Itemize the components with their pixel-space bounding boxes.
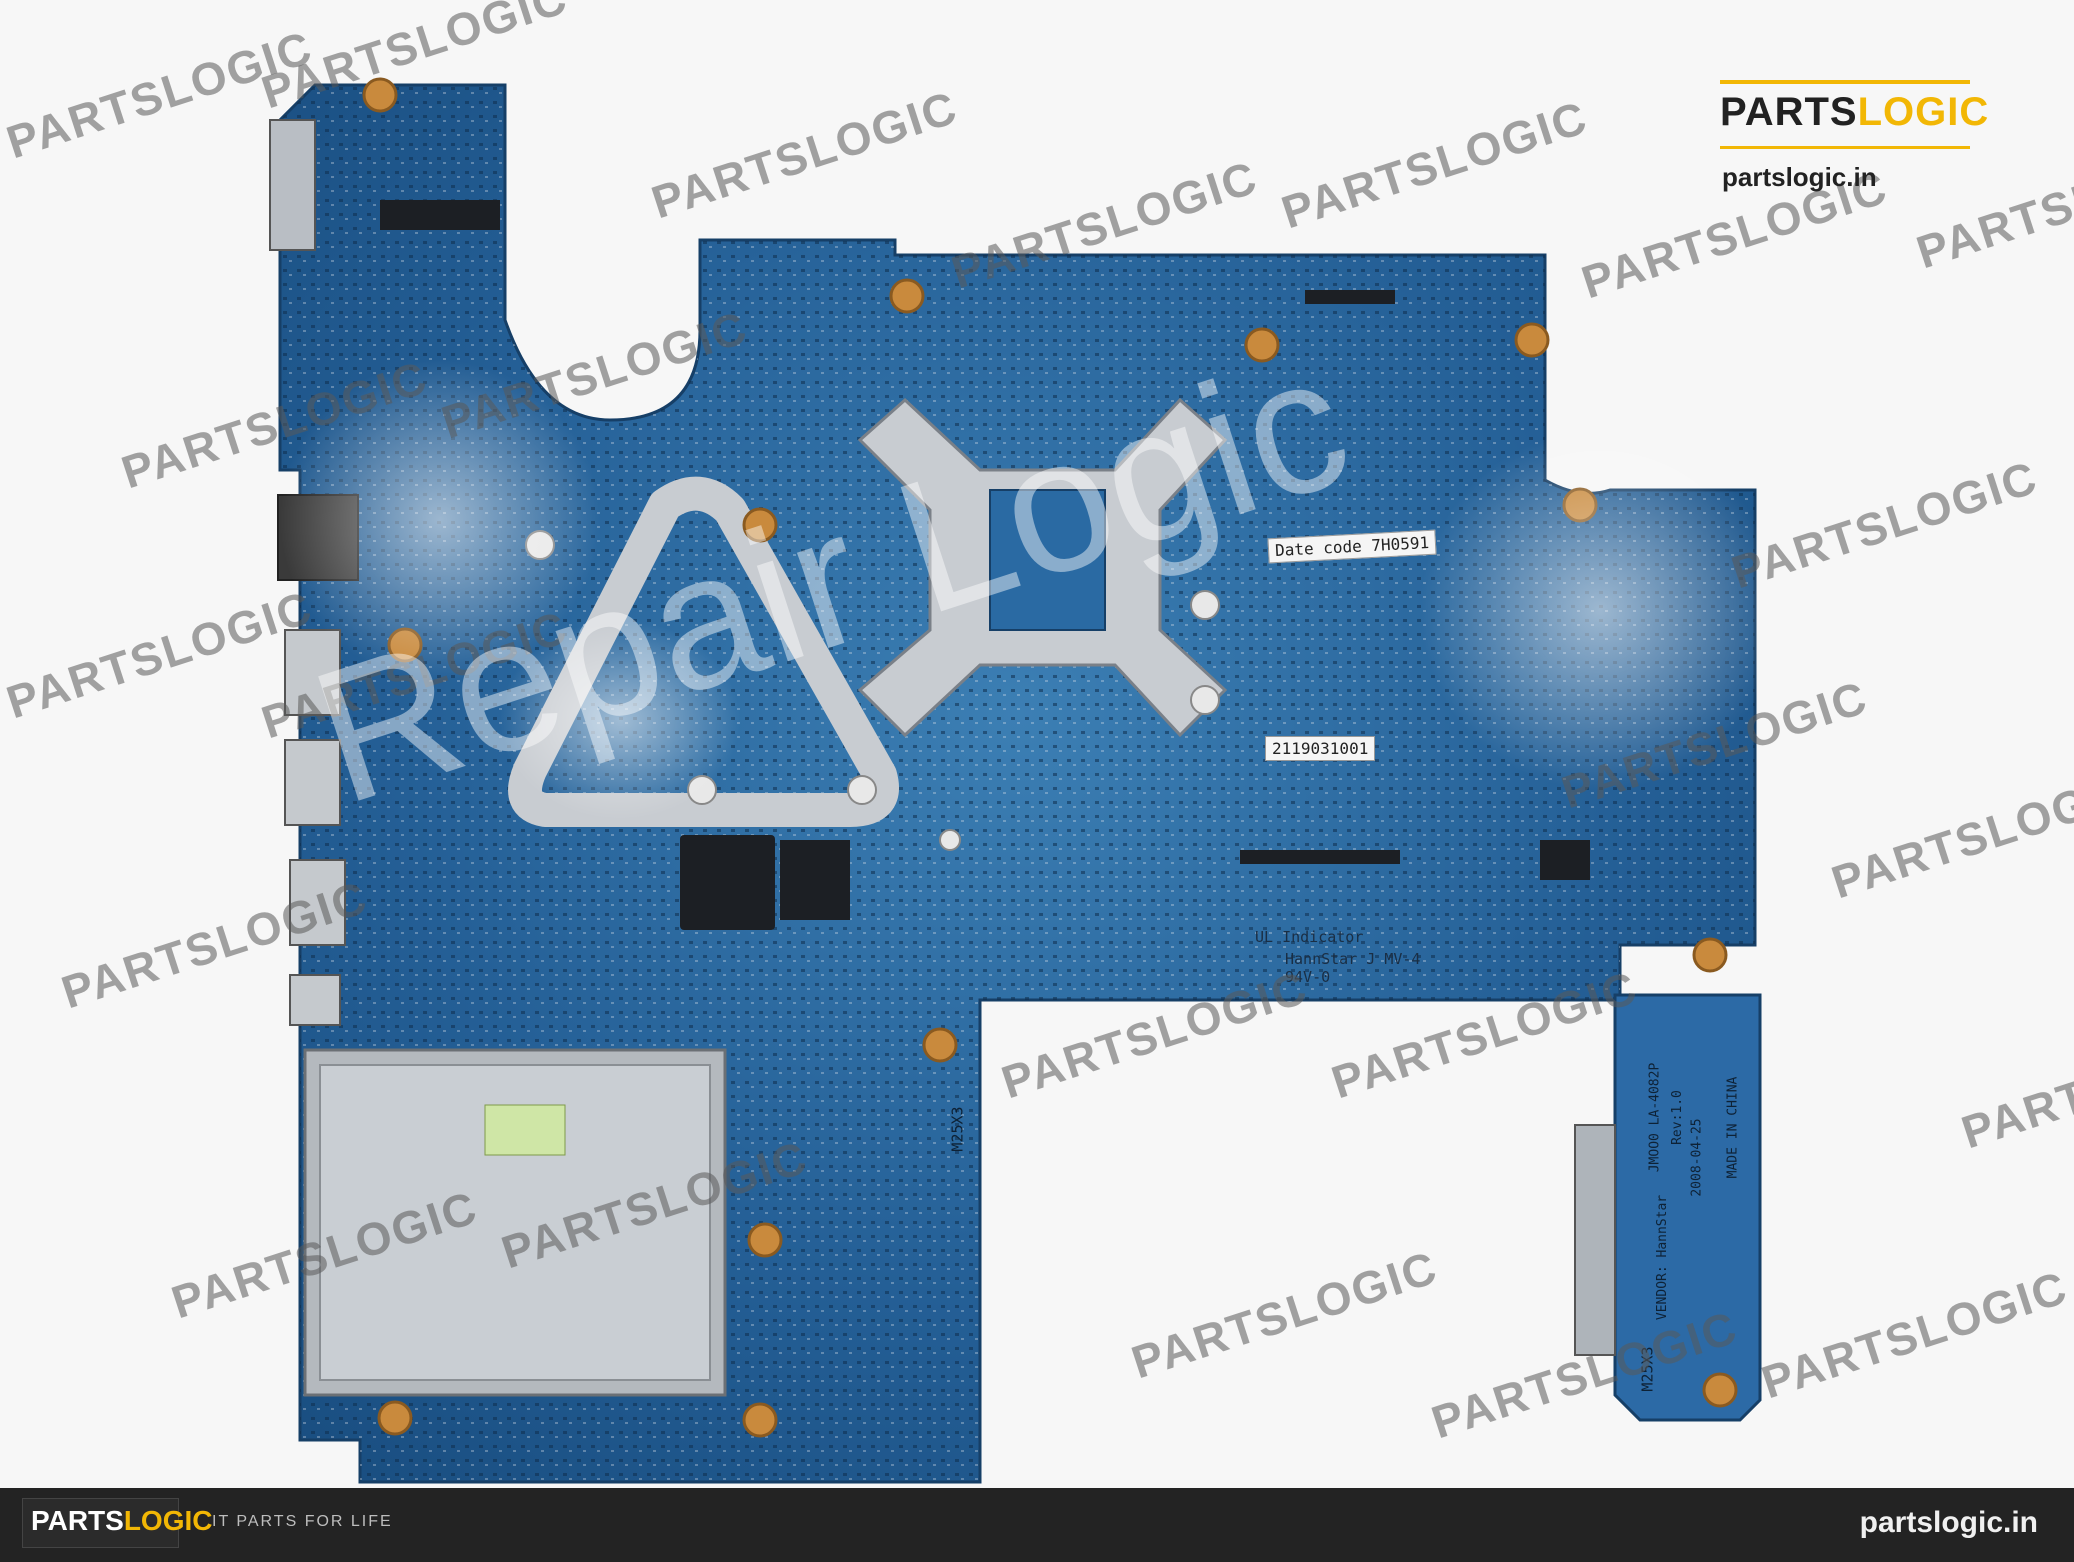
footer-url: partslogic.in — [1859, 1506, 2038, 1539]
daughterboard-date: 2008-04-25 — [1689, 1118, 1705, 1197]
ul-indicator-text: UL Indicator — [1255, 928, 1364, 946]
screw-mark-1: M25X3 — [948, 1106, 967, 1152]
daughterboard-model: JMOO0 LA-4082P — [1647, 1062, 1663, 1173]
footer-logo-part-2: LOGIC — [123, 1505, 213, 1536]
brand-logo: PARTSLOGIC — [1720, 78, 1988, 168]
footer-bar — [0, 1488, 2074, 1562]
logo-part-2: LOGIC — [1857, 90, 1990, 134]
footer-logo-part-1: PARTS — [31, 1505, 124, 1536]
brand-url: partslogic.in — [1722, 162, 1877, 192]
motherboard-image — [269, 77, 1780, 1484]
logo-wordmark: PARTSLOGIC — [1720, 90, 1989, 135]
logo-accent-line — [1720, 146, 1970, 149]
daughterboard-rev: Rev:1.0 — [1669, 1090, 1685, 1145]
vendor-text: VENDOR: HannStar — [1655, 1194, 1671, 1321]
serial-label: 2119031001 — [1265, 736, 1376, 761]
rating-text: 94V-0 — [1285, 968, 1331, 986]
logo-part-1: PARTS — [1720, 90, 1858, 134]
footer-logo-wordmark: PARTSLOGIC — [23, 1499, 213, 1537]
logo-accent-line — [1720, 80, 1970, 84]
footer-logo: PARTSLOGIC — [22, 1498, 213, 1548]
made-in-text: MADE IN CHINA — [1725, 1076, 1741, 1179]
footer-tagline: IT PARTS FOR LIFE — [212, 1513, 393, 1530]
hannstar-text: HannStar J MV-4 — [1285, 950, 1421, 968]
